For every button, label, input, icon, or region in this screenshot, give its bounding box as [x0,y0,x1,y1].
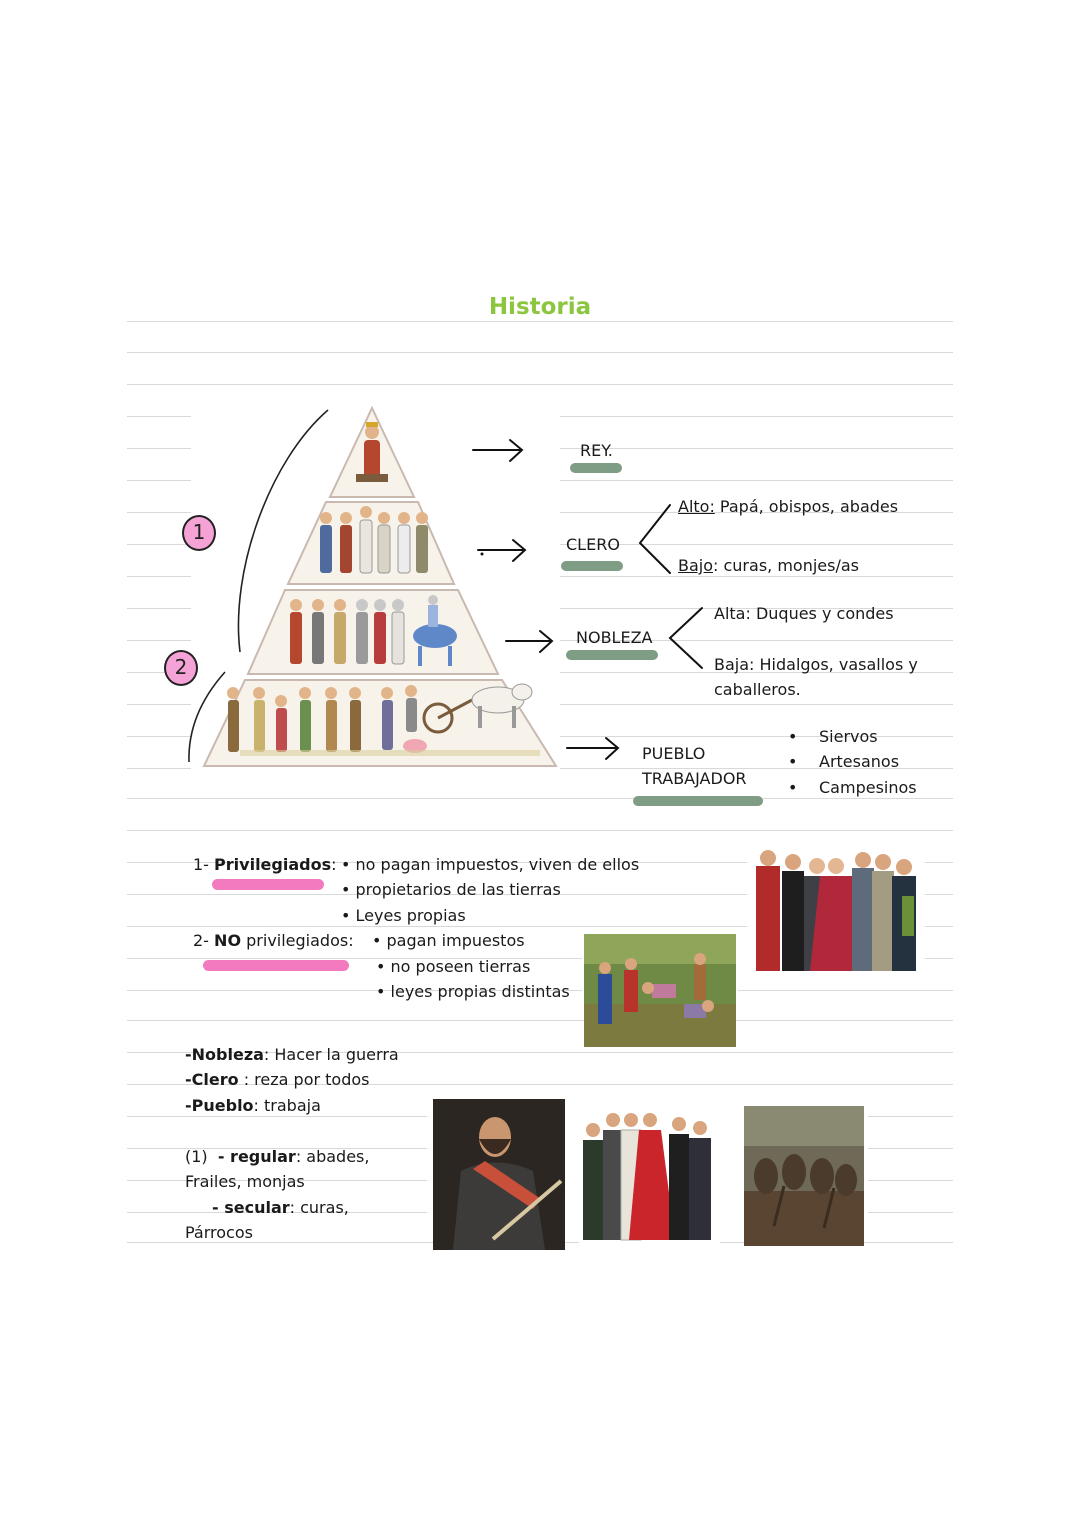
nobility-figures [290,595,457,666]
king-figure [356,422,388,482]
pueblo-label-line2: TRABAJADOR [642,769,747,788]
pueblo-bullet: • [788,778,798,797]
peasant-figures [227,683,540,756]
rey-highlight [570,463,622,473]
clergy-figures [320,506,428,574]
privilegiados-label: Privilegiados [214,855,332,874]
clero-branch [638,504,671,574]
bajo-value: : curas, monjes/as [713,556,859,575]
secular-key: - secular [212,1198,290,1217]
role-nobleza: -Nobleza: Hacer la guerra [185,1045,399,1065]
nobleza-label: NOBLEZA [576,628,653,647]
regular-key: - regular [217,1147,296,1166]
clergy-marker: (1) [185,1147,208,1166]
nobles-group-photo [752,836,920,976]
nobleza-alta: Alta: Duques y condes [714,604,894,623]
nobleza-branch [668,607,703,669]
clergy-regular: (1) - regular: abades, [185,1147,369,1167]
nobleza-baja-line2: caballeros. [714,680,801,699]
privilegiados-colon: : [331,855,337,874]
clergy-secular-line2: Párrocos [185,1223,253,1242]
clero-alto: Alto: Papá, obispos, abades [678,497,898,517]
privilegiados-item: • propietarios de las tierras [341,880,561,899]
bracket-curve-1 [237,409,329,653]
privilegiados-number: 1- [193,855,215,874]
pueblo-label-line1: PUEBLO [642,744,706,763]
pueblo-item-campesinos: Campesinos [819,778,917,797]
alto-key: Alto: [678,497,715,516]
role-value: : reza por todos [238,1070,370,1089]
no-privilegiados-number: 2- [193,931,215,950]
no-privilegiados-label-bold: NO [214,931,242,950]
pueblo-item-artesanos: Artesanos [819,752,900,771]
pueblo-bullet: • [788,727,798,746]
alto-value: Papá, obispos, abades [714,497,899,516]
arrow-clero [477,539,527,562]
rey-label: REY. [580,441,613,460]
clero-label: CLERO [566,535,620,554]
pueblo-highlight [633,796,763,806]
clergy-regular-line2: Frailes, monjas [185,1172,305,1191]
privilegiados-highlight [212,879,324,890]
arrow-rey [472,439,524,462]
noble-portrait-photo [433,1099,565,1250]
nobleza-baja-line1: Baja: Hidalgos, vasallos y [714,655,918,674]
role-value: : Hacer la guerra [263,1045,399,1064]
regular-value: : abades, [295,1147,370,1166]
no-privilegiados-item: • pagan impuestos [372,931,525,950]
arrow-pueblo [566,737,620,760]
clero-highlight [561,561,623,571]
pyramid-tier-nobleza [246,589,500,675]
workers-field-photo [744,1106,864,1246]
secular-value: : curas, [289,1198,349,1217]
no-privilegiados-item: • leyes propias distintas [376,982,570,1001]
role-key: -Clero [185,1070,239,1089]
bracket-curve-2 [188,671,226,763]
no-privilegiados-label-rest: privilegiados: [241,931,354,950]
nobleza-highlight [566,650,658,660]
tier-arrows [472,439,620,760]
role-value: : trabaja [253,1096,321,1115]
clero-bajo: Bajo: curas, monjes/as [678,556,859,576]
role-key: -Pueblo [185,1096,254,1115]
role-clero: -Clero : reza por todos [185,1070,369,1090]
arrow-nobleza [505,630,554,653]
no-privilegiados-item: • no poseen tierras [376,957,531,976]
pueblo-item-siervos: Siervos [819,727,878,746]
privilegiados-heading: 1- Privilegiados: [193,855,337,875]
social-pyramid-illustration [188,405,558,767]
role-key: -Nobleza [185,1045,264,1064]
no-privilegiados-heading: 2- NO privilegiados: [193,931,354,951]
role-pueblo: -Pueblo: trabaja [185,1096,321,1116]
branch-lines [638,504,703,669]
privilegiados-item: • no pagan impuestos, viven de ellos [341,855,640,874]
marker-1: 1 [182,515,216,551]
privilegiados-item: • Leyes propias [341,906,466,925]
clergy-group-photo [579,1100,720,1243]
peasants-harvest-photo [584,934,736,1047]
bajo-key: Bajo [678,556,714,575]
marker-2: 2 [164,650,198,686]
page-title: Historia [488,294,592,320]
no-privilegiados-highlight [203,960,349,971]
clergy-secular: - secular: curas, [212,1198,349,1218]
pueblo-bullet: • [788,752,798,771]
